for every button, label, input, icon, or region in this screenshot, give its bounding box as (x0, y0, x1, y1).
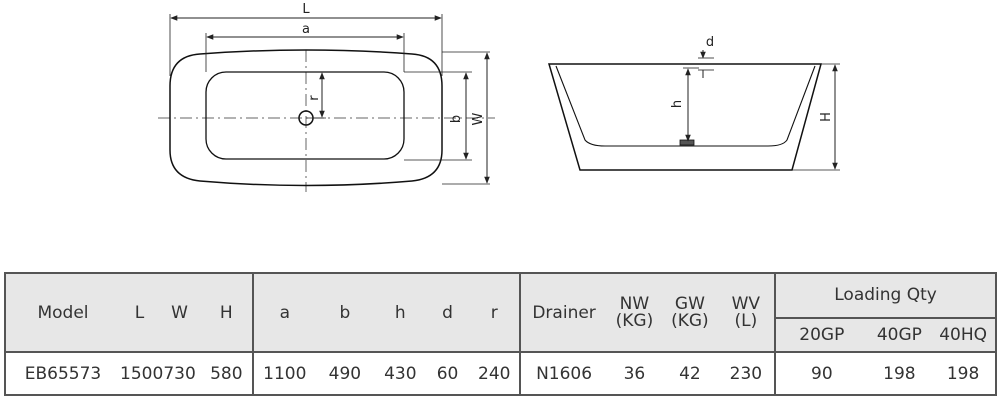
tub-outer-rim (169, 49, 443, 187)
tub-side-inner-wall (555, 65, 816, 147)
header-H: H (200, 273, 254, 353)
dim-label-h: h (670, 100, 685, 108)
header-nw-line2: (KG) (615, 310, 654, 331)
tub-inner-basin (205, 71, 405, 160)
header-d: d (425, 273, 470, 353)
header-wv: WV(L) (717, 273, 776, 353)
header-W: W (159, 273, 201, 353)
cell-d: 60 (425, 351, 470, 395)
header-gw-line2: (KG) (671, 310, 709, 331)
header-nw: NW(KG) (606, 273, 663, 353)
cell-drainer: N1606 (519, 351, 607, 395)
dim-label-b: b (449, 115, 464, 123)
header-a: a (252, 273, 316, 353)
cell-model: EB65573 (5, 351, 121, 395)
spec-table: Model L W H a b h d r Drainer NW(KG) GW(… (4, 272, 997, 396)
cell-r: 240 (469, 351, 521, 395)
technical-drawing: L a r b W d h (158, 2, 840, 192)
header-40gp: 40GP (867, 316, 932, 353)
cell-40hq: 198 (931, 351, 996, 395)
dim-label-L: L (302, 2, 310, 17)
header-model: Model (5, 273, 121, 353)
header-wv-line2: (L) (734, 310, 758, 331)
header-gw: GW(KG) (662, 273, 718, 353)
dim-label-W: W (471, 112, 486, 125)
cell-H: 580 (200, 351, 254, 395)
cell-W: 730 (159, 351, 201, 395)
dim-label-a: a (302, 22, 310, 37)
cell-40gp: 198 (867, 351, 932, 395)
header-r: r (469, 273, 521, 353)
header-drainer: Drainer (519, 273, 607, 353)
header-20gp: 20GP (774, 316, 868, 353)
header-loading-qty: Loading Qty (774, 273, 996, 318)
dim-label-d: d (706, 35, 714, 50)
side-view: d h H (547, 35, 840, 171)
table-row: EB65573 1500 730 580 1100 490 430 60 240… (5, 351, 996, 395)
cell-h: 430 (374, 351, 426, 395)
top-view: L a r b W (158, 2, 495, 192)
dim-label-H: H (819, 112, 834, 122)
header-h: h (374, 273, 426, 353)
header-wv-line1: WV (731, 293, 761, 314)
header-nw-line1: NW (619, 293, 650, 314)
dim-label-r: r (307, 95, 322, 101)
cell-gw: 42 (662, 351, 718, 395)
tub-side-body (547, 63, 822, 171)
cell-wv: 230 (717, 351, 776, 395)
cell-20gp: 90 (774, 351, 868, 395)
header-40hq: 40HQ (931, 316, 996, 353)
header-L: L (120, 273, 160, 353)
cell-a: 1100 (252, 351, 316, 395)
cell-b: 490 (315, 351, 375, 395)
header-b: b (315, 273, 375, 353)
cell-nw: 36 (606, 351, 663, 395)
cell-L: 1500 (120, 351, 163, 395)
header-gw-line1: GW (674, 293, 705, 314)
